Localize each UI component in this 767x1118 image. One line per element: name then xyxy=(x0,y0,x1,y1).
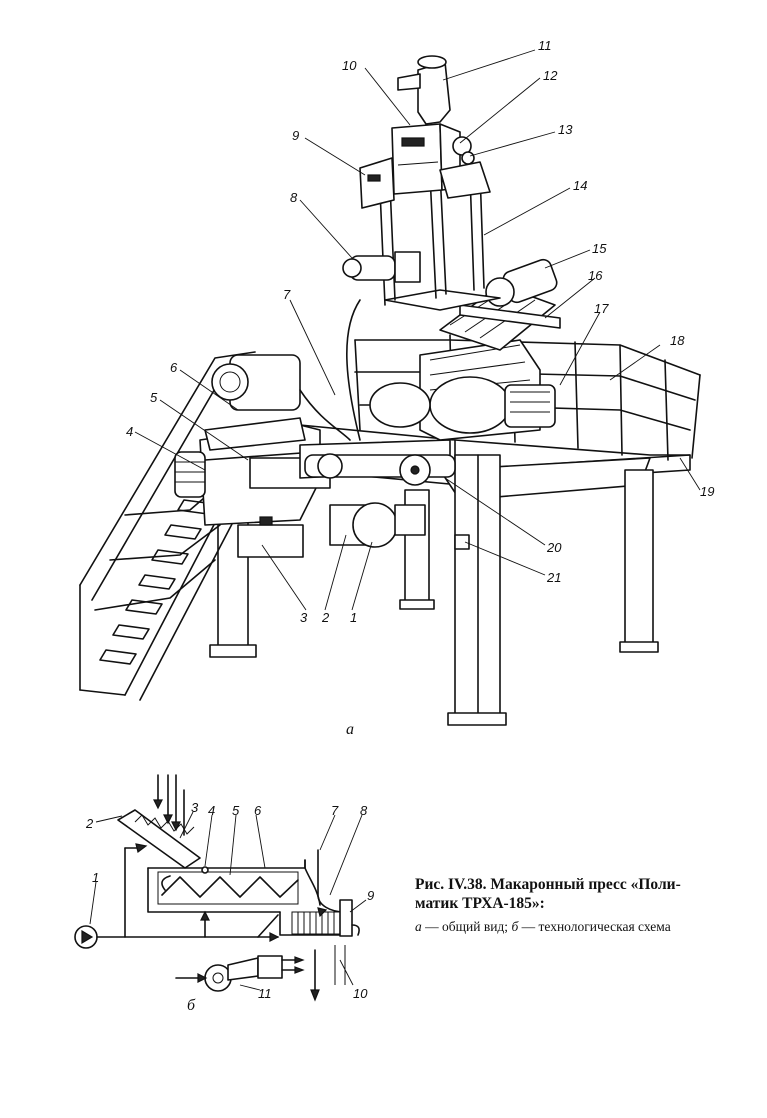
callout-b-1: 1 xyxy=(92,870,99,885)
callout-a-10: 10 xyxy=(342,58,357,73)
callout-b-5: 5 xyxy=(232,803,240,818)
callout-b-7: 7 xyxy=(331,803,339,818)
callout-a-18: 18 xyxy=(670,333,685,348)
callout-b-11: 11 xyxy=(258,986,272,1001)
callout-b-3: 3 xyxy=(191,800,199,815)
caption-legend: а — общий вид; б — технологическая схема xyxy=(415,919,735,935)
callout-a-17: 17 xyxy=(594,301,609,316)
caption-title-line2: матик ТРХА-185»: xyxy=(415,894,735,913)
callout-a-2: 2 xyxy=(321,610,330,625)
legend-a-key: а xyxy=(415,919,422,934)
callout-b-9: 9 xyxy=(367,888,374,903)
callout-a-6: 6 xyxy=(170,360,178,375)
fan-icon xyxy=(205,965,231,991)
scheme-water-pump xyxy=(75,844,278,948)
figure-caption: Рис. IV.38. Макаронный пресс «Поли- мати… xyxy=(415,875,735,935)
process-scheme-drawing: 2 3 4 5 6 7 8 9 1 10 11 б xyxy=(75,775,374,1014)
callout-b-10: 10 xyxy=(353,986,368,1001)
caption-title-line1: Рис. IV.38. Макаронный пресс «Поли- xyxy=(415,875,735,894)
callout-a-16: 16 xyxy=(588,268,603,283)
callout-a-19: 19 xyxy=(700,484,714,499)
callout-a-1: 1 xyxy=(350,610,357,625)
callout-a-3: 3 xyxy=(300,610,308,625)
callout-a-7: 7 xyxy=(283,287,291,302)
scheme-leaders xyxy=(90,812,366,990)
callout-b-6: 6 xyxy=(254,803,262,818)
callout-a-12: 12 xyxy=(543,68,558,83)
general-view-drawing: 11 10 12 13 9 14 8 15 16 7 17 18 6 5 19 … xyxy=(80,38,714,738)
upper-frame xyxy=(343,56,500,310)
callout-a-14: 14 xyxy=(573,178,587,193)
callout-b-4: 4 xyxy=(208,803,215,818)
callout-b-2: 2 xyxy=(85,816,94,831)
caption-title: Рис. IV.38. Макаронный пресс «Поли- мати… xyxy=(415,875,735,913)
legend-b-text: — технологическая схема xyxy=(518,919,670,934)
callout-a-8: 8 xyxy=(290,190,298,205)
scheme-doser xyxy=(118,810,200,868)
callout-a-5: 5 xyxy=(150,390,158,405)
legend-a-text: — общий вид; xyxy=(422,919,512,934)
general-view-label: а xyxy=(346,721,354,738)
callout-a-21: 21 xyxy=(546,570,561,585)
callout-a-9: 9 xyxy=(292,128,299,143)
callout-a-13: 13 xyxy=(558,122,573,137)
callout-a-4: 4 xyxy=(126,424,133,439)
callout-a-20: 20 xyxy=(546,540,562,555)
scheme-label: б xyxy=(187,997,196,1014)
scheme-mixer xyxy=(148,860,305,912)
mixer-assembly xyxy=(300,257,560,440)
callout-a-15: 15 xyxy=(592,241,607,256)
scheme-press-chamber xyxy=(280,850,359,936)
callout-a-11: 11 xyxy=(538,38,552,53)
callout-b-8: 8 xyxy=(360,803,368,818)
